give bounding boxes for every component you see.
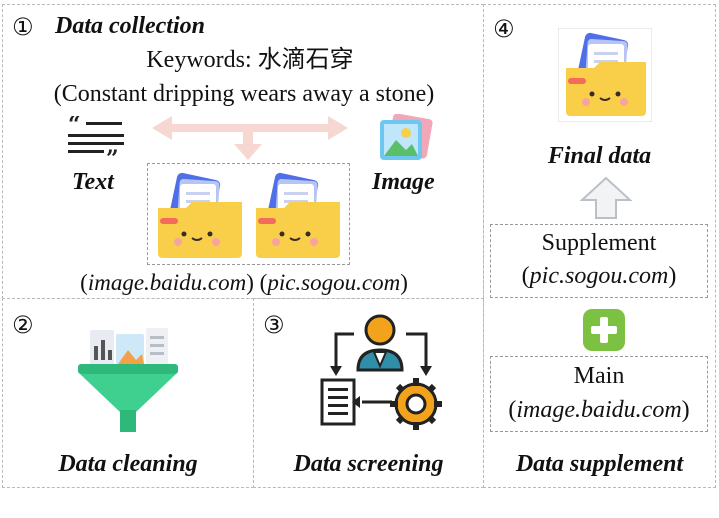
folder-icon-baidu xyxy=(154,170,246,260)
source-baidu: image.baidu.com xyxy=(87,270,247,295)
supplement-title: Data supplement xyxy=(515,451,684,477)
main-box xyxy=(490,356,708,432)
plus-icon xyxy=(582,308,626,352)
main-source-text: image.baidu.com xyxy=(516,397,682,423)
supplement-source: (pic.sogou.com) xyxy=(521,263,677,289)
keywords-text: Keywords: 水滴石穿 xyxy=(146,47,354,73)
paren-mid: ) ( xyxy=(246,270,268,295)
image-label: Image xyxy=(372,169,435,195)
picture-icon xyxy=(376,113,434,164)
keywords-line: Keywords: 水滴石穿 xyxy=(110,46,390,74)
paren-close: ) xyxy=(400,270,408,295)
source-sogou: pic.sogou.com xyxy=(267,270,401,295)
final-data-folder-icon xyxy=(557,27,653,123)
collection-title: Data collection xyxy=(55,13,205,39)
supplement-label: Supplement xyxy=(541,230,657,256)
svg-text:“: “ xyxy=(68,116,81,138)
supplement-source-text: pic.sogou.com xyxy=(529,263,669,289)
step-number-2: ② xyxy=(12,311,34,339)
panel-data-supplement xyxy=(483,4,716,488)
screening-process-icon xyxy=(316,308,444,440)
text-label: Text xyxy=(72,169,114,195)
text-lines-icon: “ ” xyxy=(66,112,128,172)
split-arrow-icon xyxy=(150,112,350,162)
svg-text:”: ” xyxy=(106,146,119,162)
main-label: Main xyxy=(573,363,625,389)
up-arrow-icon xyxy=(579,176,633,220)
cleaning-title: Data cleaning xyxy=(58,451,198,477)
step-number-3: ③ xyxy=(263,311,285,339)
source-icons-frame xyxy=(147,163,350,265)
folder-icon-sogou xyxy=(252,170,344,260)
filter-funnel-icon xyxy=(72,320,184,436)
collection-sources: (image.baidu.com) (pic.sogou.com) xyxy=(14,270,474,296)
step-number-4: ④ xyxy=(493,15,515,43)
paren-open: ( xyxy=(80,270,88,295)
main-source: (image.baidu.com) xyxy=(508,397,690,423)
keywords-translation: (Constant dripping wears away a stone) xyxy=(53,81,435,107)
supplement-box xyxy=(490,224,708,298)
step-number-1: ① xyxy=(12,13,34,41)
screening-title: Data screening xyxy=(293,451,444,477)
final-data-label: Final data xyxy=(547,143,652,169)
